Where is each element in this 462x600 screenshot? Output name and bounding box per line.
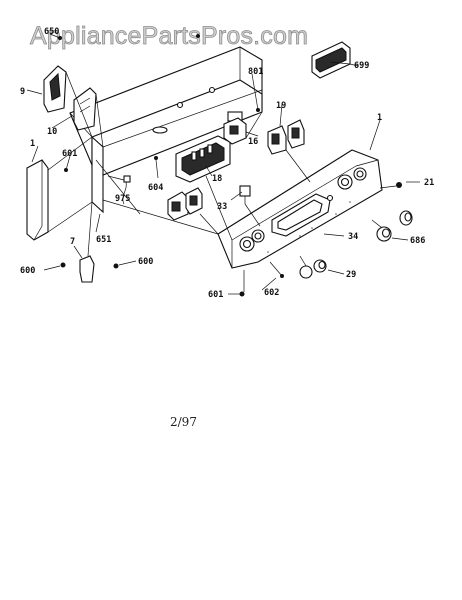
part-699 bbox=[311, 41, 359, 79]
callout-18: 18 bbox=[212, 174, 222, 184]
callout-34: 34 bbox=[348, 232, 358, 242]
callout-1: 1 bbox=[377, 113, 382, 123]
knob-686-upper bbox=[399, 210, 413, 226]
assembly-lines bbox=[47, 71, 397, 292]
end-clip-7 bbox=[79, 255, 95, 283]
page-code: 2/97 bbox=[170, 415, 197, 429]
callout-7: 7 bbox=[70, 237, 75, 247]
watermark-text: AppliancePartsPros.com bbox=[30, 22, 308, 50]
callout-33: 33 bbox=[217, 202, 227, 212]
callout-602: 602 bbox=[264, 288, 279, 298]
callout-650: 650 bbox=[44, 27, 59, 37]
knob-686-lower bbox=[376, 226, 392, 242]
callout-2: 1 bbox=[30, 139, 35, 149]
callout-10: 10 bbox=[47, 127, 57, 137]
lamp-socket-33 bbox=[239, 185, 251, 204]
callout-699: 699 bbox=[354, 61, 369, 71]
screw-21 bbox=[396, 182, 402, 188]
knob-29 bbox=[299, 259, 327, 279]
callout-686: 686 bbox=[410, 236, 425, 246]
callout-16: 16 bbox=[248, 137, 258, 147]
bracket-10 bbox=[73, 87, 97, 131]
electronic-control-18 bbox=[175, 135, 231, 183]
switch-block bbox=[167, 187, 203, 221]
bracket-9 bbox=[43, 65, 67, 113]
callout-29: 29 bbox=[346, 270, 356, 280]
callout-601-left: 601 bbox=[62, 149, 77, 159]
callout-601-bottom: 601 bbox=[208, 290, 223, 300]
callout-975: 975 bbox=[115, 194, 130, 204]
callout-19: 19 bbox=[276, 101, 286, 111]
callout-labels: 650 9 10 1 601 975 651 7 600 600 801 16 … bbox=[20, 27, 434, 300]
callout-21: 21 bbox=[424, 178, 434, 188]
wire-harness-975 bbox=[122, 175, 131, 205]
push-buttons-19 bbox=[267, 119, 305, 155]
screw-600-right bbox=[113, 260, 137, 269]
screw-600-left bbox=[43, 262, 66, 271]
backsplash-frame bbox=[69, 46, 263, 214]
callout-600-left: 600 bbox=[20, 266, 35, 276]
control-panel-1 bbox=[217, 149, 383, 269]
callout-9: 9 bbox=[20, 87, 25, 97]
left-end-cap bbox=[26, 159, 49, 241]
callout-651: 651 bbox=[96, 235, 111, 245]
callout-604: 604 bbox=[148, 183, 163, 193]
callout-801: 801 bbox=[248, 67, 263, 77]
frame-slot bbox=[152, 126, 168, 134]
callout-leaders bbox=[26, 33, 420, 297]
callout-600-right: 600 bbox=[138, 257, 153, 267]
